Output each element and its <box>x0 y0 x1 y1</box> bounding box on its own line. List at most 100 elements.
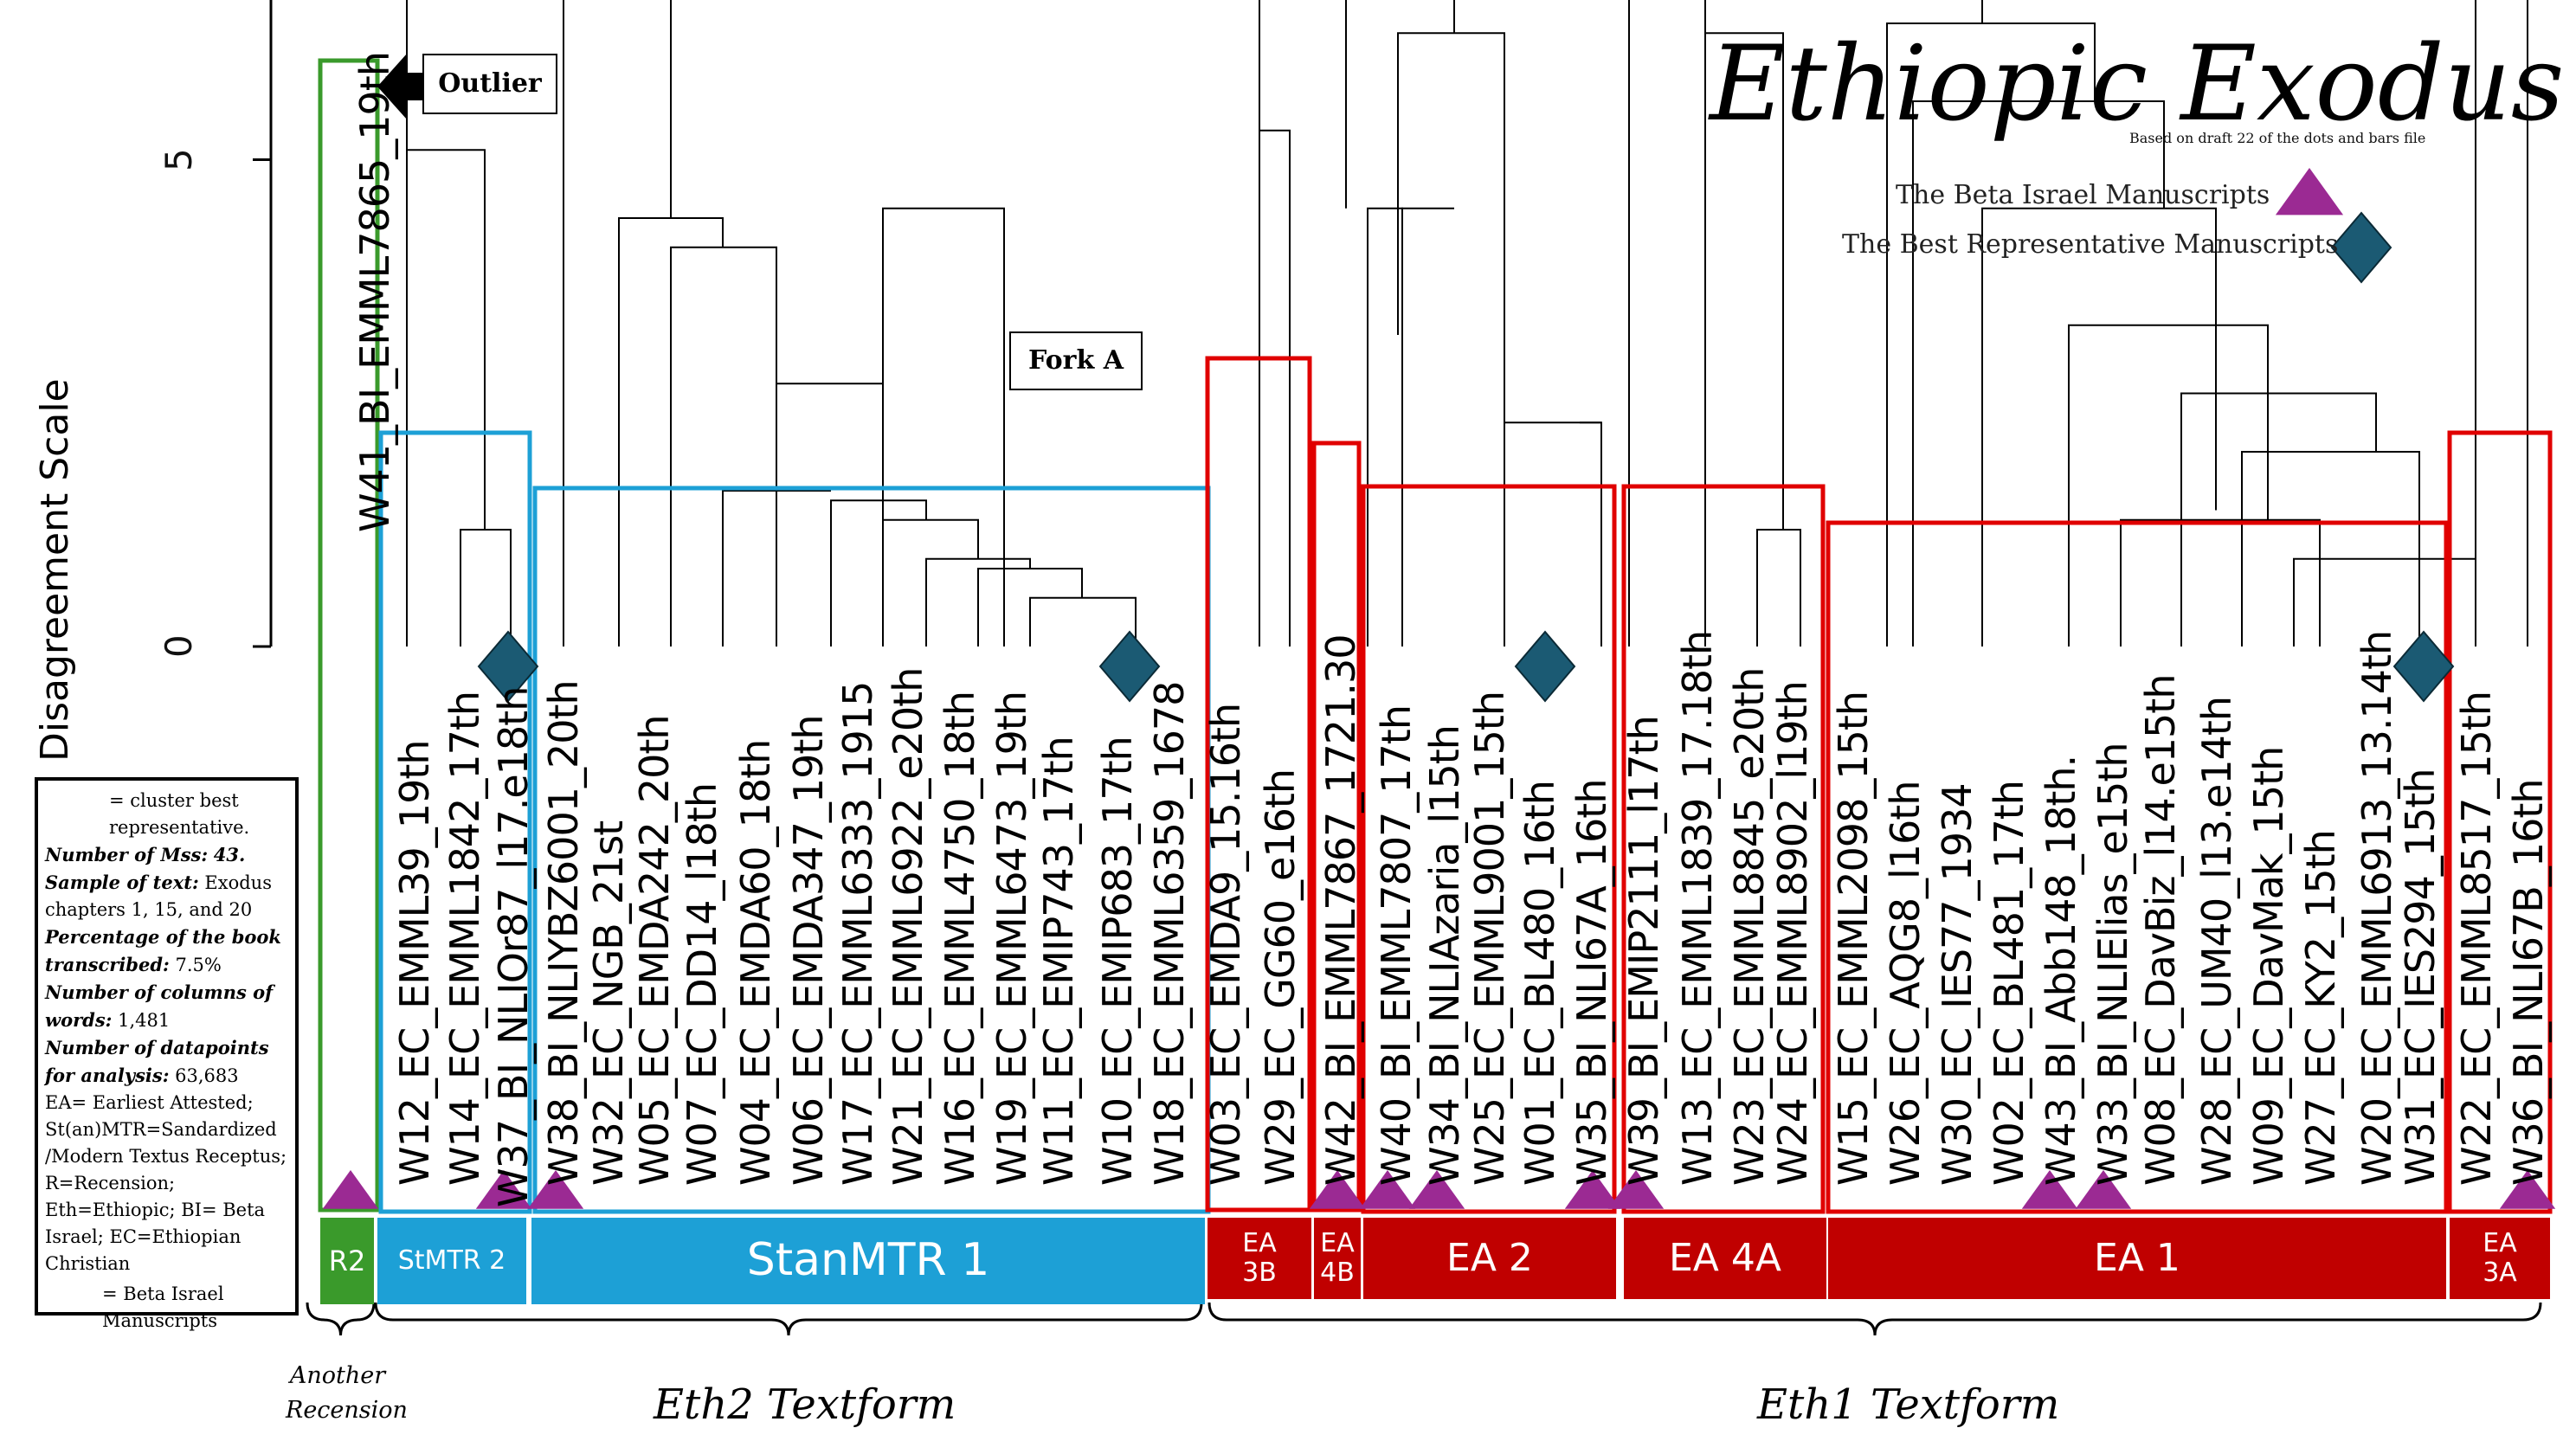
dendrogram-link <box>1345 0 1347 209</box>
manuscript-label: W37_BI_NLIOr87_l17.e18th <box>490 686 537 1207</box>
textform-eth1: Eth1 Textform <box>1757 1380 2060 1429</box>
box-stmtr2 <box>378 430 532 1214</box>
info-triangle-text: = Beta Israel Manuscripts <box>102 1283 224 1331</box>
dendrogram-link <box>2475 0 2528 647</box>
manuscript-label: W17_EC_EMML6333_1915 <box>834 681 881 1186</box>
beta-israel-triangle <box>2499 1170 2556 1209</box>
info-panel: = cluster best representative. Number of… <box>35 777 299 1331</box>
info-dp-label: Number of datapoints for analysis: <box>45 1037 269 1086</box>
manuscript-label: W18_EC_EMML6359_1678 <box>1146 681 1193 1186</box>
manuscript-label: W03_EC_EMDA9_15.16th <box>1202 703 1249 1186</box>
manuscript-label: W26_EC_AQG8_l16th <box>1882 781 1929 1186</box>
manuscript-label: W34_BI_NLIAzaria_l15th <box>1421 725 1468 1186</box>
cluster-band: EA 4A <box>1624 1218 1826 1299</box>
manuscript-label: W43_BI_Abb148_18th. <box>2038 755 2084 1186</box>
manuscript-label: W05_EC_EMDA242_20th <box>631 715 678 1186</box>
dendrogram-link <box>670 246 777 647</box>
info-rep-text: = cluster best representative. <box>109 790 250 838</box>
beta-israel-triangle <box>527 1170 584 1209</box>
chart-subtitle: Based on draft 22 of the dots and bars f… <box>2129 130 2426 146</box>
outlier-callout: Outlier <box>422 54 557 114</box>
manuscript-label: W42_BI_EMML7867_1721.30 <box>1317 634 1364 1187</box>
manuscript-label: W02_EC_BL481_17th <box>1986 781 2032 1186</box>
best-representative-diamond <box>1514 630 1576 703</box>
manuscript-label: W10_EC_EMIP683_17th <box>1094 737 1141 1186</box>
box-r2 <box>318 58 380 1213</box>
manuscript-label: W20_EC_EMML6913_13.14th <box>2354 630 2400 1186</box>
manuscript-label: W28_EC_UM40_l13.e14th <box>2193 696 2240 1186</box>
manuscript-label: W12_EC_EMML39_19th <box>391 740 438 1186</box>
manuscript-label: W40_BI_EMML7807_17th <box>1373 705 1420 1186</box>
dendrogram-link <box>2241 451 2420 647</box>
fork-a-label: Fork A <box>1009 331 1143 390</box>
manuscript-label: W21_EC_EMML6922_e20th <box>885 667 931 1186</box>
y-axis-title: Disagreement Scale <box>33 378 77 762</box>
dendrogram-link <box>882 518 979 647</box>
legend-diamond <box>2330 211 2392 284</box>
manuscript-label: W04_EC_EMDA60_18th <box>732 739 779 1186</box>
cluster-band: EA 2 <box>1363 1218 1616 1299</box>
beta-israel-triangle <box>2075 1170 2132 1209</box>
manuscript-label: W39_BI_EMIP2111_l17th <box>1620 716 1667 1186</box>
box-ea3a <box>2447 430 2553 1214</box>
cluster-band: EA 3B <box>1208 1218 1311 1299</box>
info-pct-label: Percentage of the book transcribed: <box>45 926 281 975</box>
dendrogram-link <box>925 557 1031 647</box>
dendrogram-link <box>1981 0 1983 23</box>
dendrogram-link <box>406 149 486 647</box>
box-ea4b <box>1311 441 1362 1213</box>
textform-eth2: Eth2 Textform <box>654 1380 956 1429</box>
beta-israel-triangle <box>322 1170 379 1209</box>
manuscript-label: W07_EC_DD14_l18th <box>679 782 725 1186</box>
manuscript-label: W33_BI_NLIElias_e15th <box>2090 743 2136 1186</box>
manuscript-label: W27_EC_KY2_15th <box>2297 830 2344 1186</box>
manuscript-label: W35_BI_NLI67A_16th <box>1568 779 1615 1186</box>
manuscript-label: W09_EC_DavMak_15th <box>2245 746 2292 1186</box>
dendrogram-link <box>2120 518 2321 647</box>
manuscript-label: W22_EC_EMML8517_15th <box>2453 691 2500 1186</box>
dendrogram-link <box>977 568 1083 647</box>
beta-israel-triangle <box>1564 1170 1621 1209</box>
dendrogram-link <box>1397 32 1505 423</box>
box-ea4a <box>1621 484 1826 1214</box>
manuscript-label: W24_EC_EMML8902_l19th <box>1769 681 1816 1186</box>
manuscript-label: W29_EC_GG60_e16th <box>1257 769 1304 1186</box>
manuscript-label: W11_EC_EMIP743_17th <box>1035 737 1082 1186</box>
best-representative-diamond <box>477 630 539 703</box>
info-cols: 1,481 <box>118 1010 171 1031</box>
dendrogram-link <box>1912 100 2165 647</box>
beta-israel-triangle <box>1309 1170 1366 1209</box>
cluster-band: StanMTR 1 <box>531 1218 1205 1304</box>
manuscript-label: W13_EC_EMML1839_17.18th <box>1674 630 1721 1186</box>
manuscript-label: W14_EC_EMML1842_17th <box>441 691 488 1186</box>
info-abbreviations: EA= Earliest Attested; St(an)MTR=Sandard… <box>45 1092 287 1274</box>
info-pct: 7.5% <box>175 955 222 975</box>
info-dp: 63,683 <box>175 1065 239 1086</box>
manuscript-label: W32_EC_NGB_21st <box>585 820 632 1186</box>
dendrogram-link <box>1628 0 1706 647</box>
legend-best-representative: The Best Representative Manuscripts <box>1842 229 2339 260</box>
dendrogram-link <box>1704 32 1784 647</box>
box-ea1 <box>1826 520 2449 1214</box>
manuscript-label: W23_EC_EMML8845_e20th <box>1726 667 1773 1186</box>
dendrogram-link <box>1259 129 1291 647</box>
dendrogram-link <box>563 0 672 647</box>
chart-title: Ethiopic Exodus <box>1710 24 2565 145</box>
best-representative-diamond <box>1098 630 1161 703</box>
beta-israel-triangle <box>1359 1170 1416 1209</box>
manuscript-label: W38_BI_NLIYBZ6001_20th <box>540 680 587 1186</box>
outlier-arrow <box>377 54 424 119</box>
y-axis-tick-label: 0 <box>158 634 200 658</box>
info-nmss: 43. <box>213 844 246 865</box>
manuscript-label: W36_BI_NLI67B_16th <box>2505 779 2552 1186</box>
manuscript-label: W15_EC_EMML2098_15th <box>1830 691 1877 1186</box>
textform-another-recension: Another Recension <box>286 1362 408 1424</box>
manuscript-label: W25_EC_EMML9001_15th <box>1466 691 1513 1186</box>
cluster-band: StMTR 2 <box>377 1218 526 1304</box>
info-sample-label: Sample of text: <box>45 872 199 893</box>
dendrogram-link <box>2068 324 2269 647</box>
brace-another-recension <box>306 1302 376 1336</box>
dendrogram-link <box>722 490 831 647</box>
info-nmss-label: Number of Mss: <box>45 844 209 865</box>
